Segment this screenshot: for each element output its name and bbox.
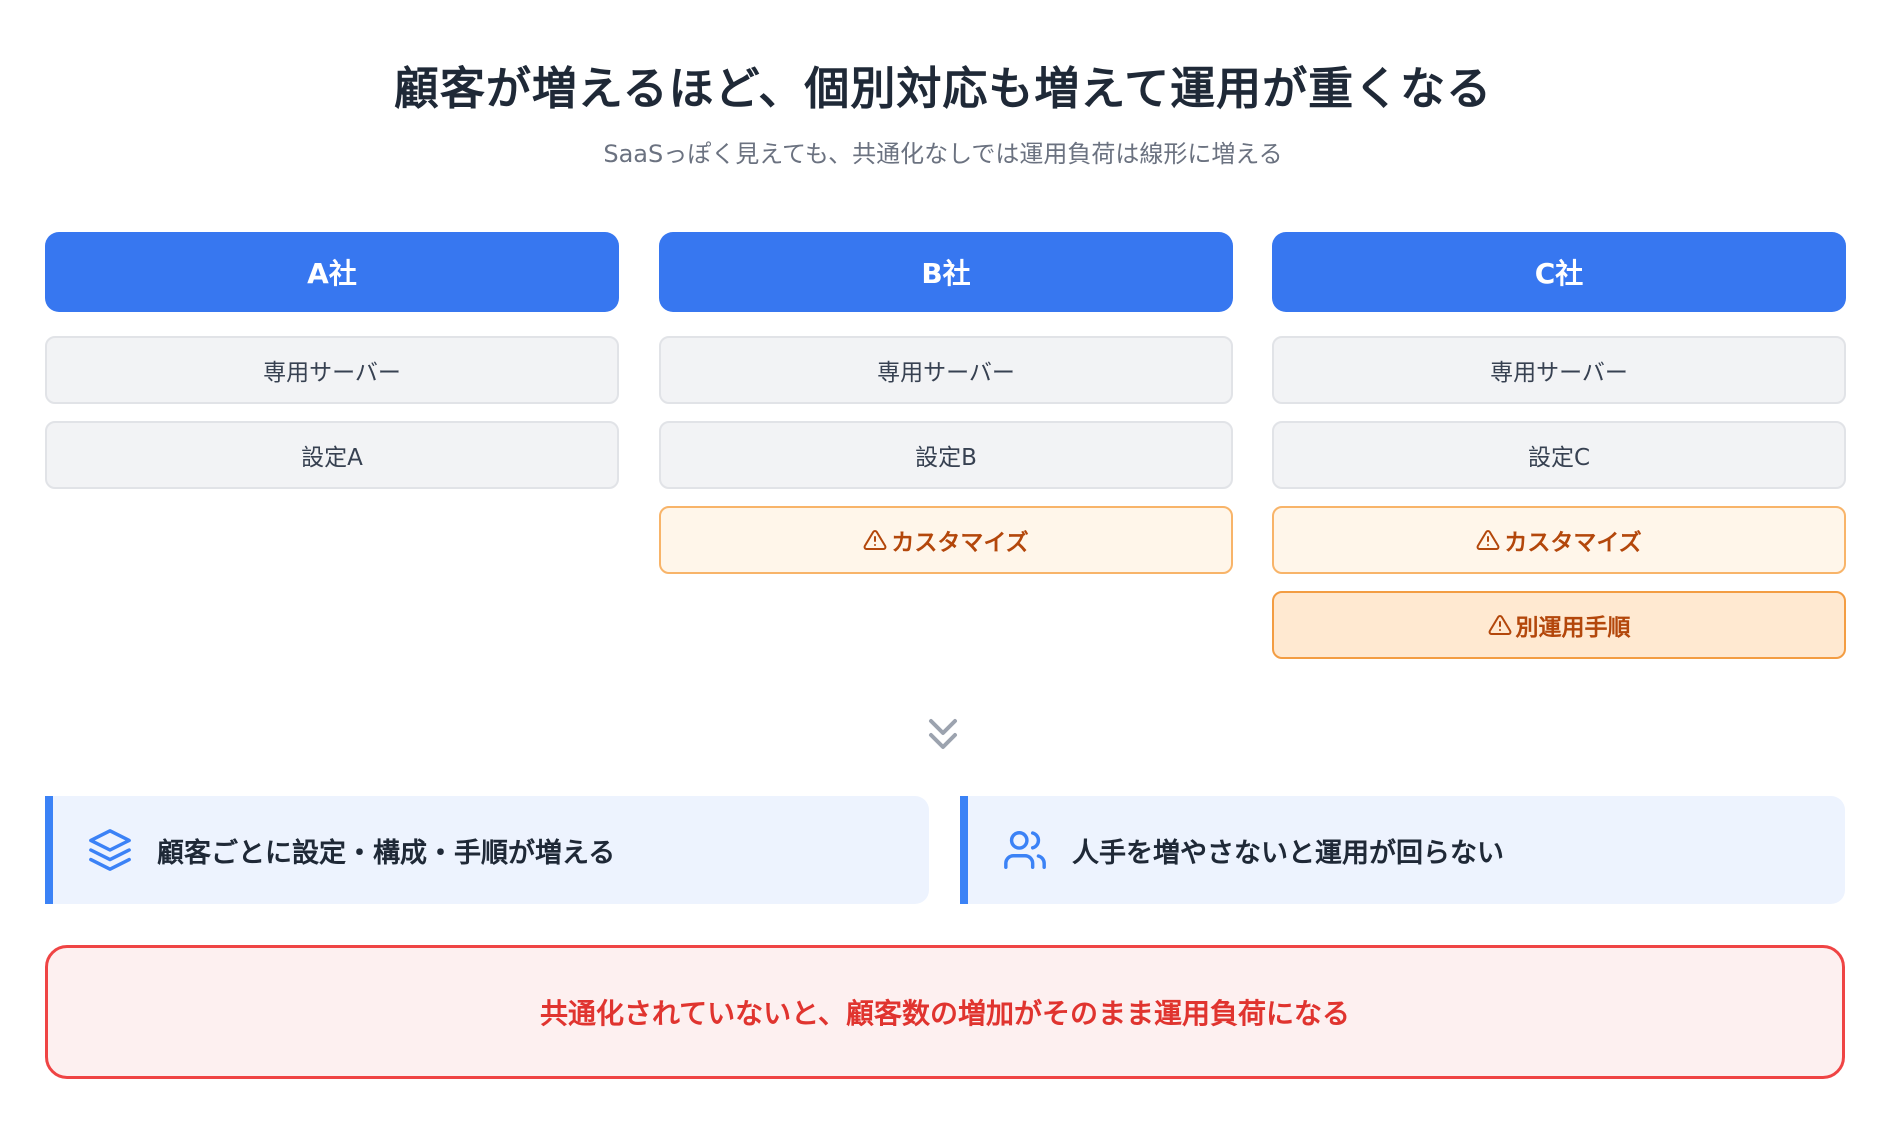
conclusion-text: 共通化されていないと、顧客数の増加がそのまま運用負荷になる [539,997,1351,1030]
customize-warning-label: カスタマイズ [1504,530,1642,556]
warning-triangle-icon [863,529,887,550]
warning-triangle-icon [1488,614,1511,635]
page-subtitle: SaaSっぽく見えても、共通化なしでは運用負荷は線形に増える [603,140,1283,168]
customize-warning-b: カスタマイズ [659,506,1233,574]
company-header-a: A社 [45,232,619,312]
config-item-b: 設定B [659,421,1233,489]
company-header-c: C社 [1272,232,1846,312]
conclusion-box: 共通化されていないと、顧客数の増加がそのまま運用負荷になる [45,945,1845,1079]
server-item-c: 専用サーバー [1272,336,1846,404]
page-title: 顧客が増えるほど、個別対応も増えて運用が重くなる [393,62,1493,115]
config-item-a: 設定A [45,421,619,489]
company-column-c: C社 専用サーバー 設定C カスタマイズ 別運用手順 [1272,232,1846,676]
company-column-b: B社 専用サーバー 設定B カスタマイズ [659,232,1233,591]
company-column-a: A社 専用サーバー 設定A [45,232,619,506]
config-item-c: 設定C [1272,421,1846,489]
note-settings-increase: 顧客ごとに設定・構成・手順が増える [45,796,929,904]
note-staffing-text: 人手を増やさないと運用が回らない [1072,837,1504,869]
users-icon [1004,831,1046,869]
server-item-b: 専用サーバー [659,336,1233,404]
server-item-a: 専用サーバー [45,336,619,404]
note-settings-text: 顧客ごとに設定・構成・手順が増える [157,837,616,869]
layers-icon [89,829,131,871]
warning-triangle-icon [1476,529,1500,550]
customize-warning-c: カスタマイズ [1272,506,1846,574]
company-header-b: B社 [659,232,1233,312]
double-chevron-down-icon [929,719,957,749]
customize-warning-label: カスタマイズ [891,530,1029,556]
separate-procedure-warning-c: 別運用手順 [1272,591,1846,659]
note-staffing: 人手を増やさないと運用が回らない [960,796,1845,904]
separate-procedure-label: 別運用手順 [1515,615,1631,641]
